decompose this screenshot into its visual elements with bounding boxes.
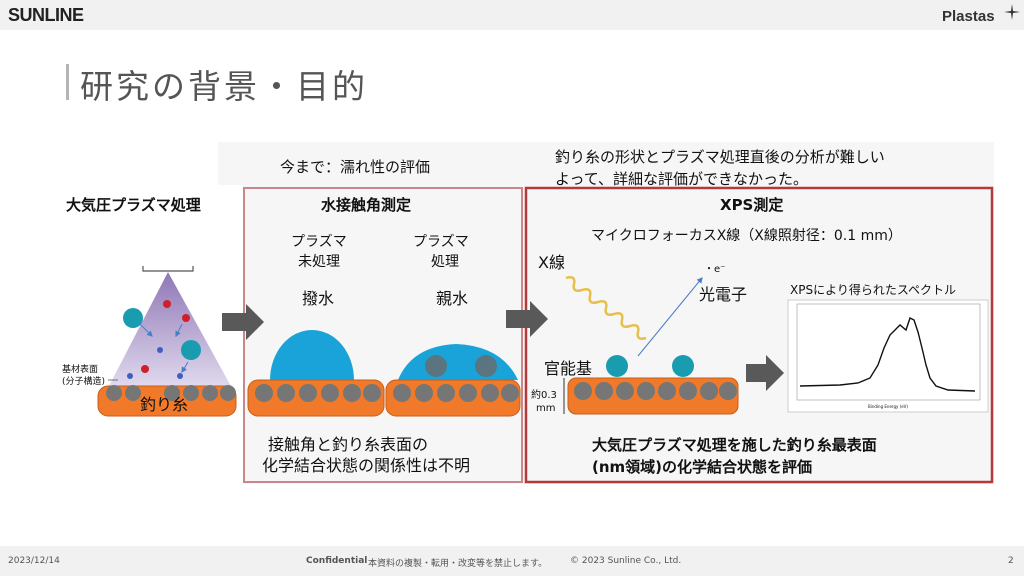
contact-note-line-2: 化学結合状態の関係性は不明 — [262, 456, 470, 475]
molecule-chain-treated — [393, 384, 519, 402]
xray-label: X線 — [538, 253, 565, 272]
sunline-logo: SUNLINE — [8, 5, 84, 25]
hydrophilic-label: 親水 — [436, 289, 468, 308]
xps-result-line-2: (nm領域)の化学結合状態を評価 — [592, 458, 812, 476]
teal-molecule — [123, 308, 143, 328]
molecule-chain-xps — [574, 382, 737, 400]
contact-angle-heading: 水接触角測定 — [321, 196, 411, 214]
photoelectron-path — [637, 277, 703, 357]
hydrophobic-label: 撥水 — [302, 289, 334, 308]
fishing-line-label: 釣り糸 — [140, 395, 188, 414]
water-droplet-hydrophobic — [270, 330, 354, 380]
xray-wave — [565, 276, 647, 340]
footer-page-number: 2 — [1008, 556, 1014, 566]
xps-spot-size: マイクロフォーカスX線（X線照射径：0.1 mm） — [591, 228, 902, 244]
radical-arrow — [181, 361, 189, 374]
substrate-label: 基材表面 — [62, 363, 98, 375]
radical-arrow — [175, 323, 183, 338]
plasma-heading: 大気圧プラズマ処理 — [66, 196, 201, 214]
untreated-label-2: 未処理 — [298, 254, 340, 270]
treated-label-2: 処理 — [431, 254, 459, 270]
footer-date: 2023/12/14 — [8, 556, 60, 566]
blue-particle — [127, 373, 133, 379]
contact-note-line-1: 接触角と釣り糸表面の — [268, 435, 428, 454]
spectrum-title: XPSにより得られたスペクトル — [790, 282, 956, 297]
note-left: 今まで：濡れ性の評価 — [280, 158, 430, 176]
teal-molecule — [181, 340, 201, 360]
spectrum-x-label: Binding Energy (eV) — [868, 404, 908, 409]
note-right-line-1: 釣り糸の形状とプラズマ処理直後の分析が難しい — [555, 148, 885, 166]
footer-confidential: Confidential — [306, 556, 368, 566]
plasma-cone — [108, 272, 232, 388]
substrate-label-sub: (分子構造) — [62, 375, 105, 387]
xps-heading: XPS測定 — [720, 196, 783, 214]
treated-label: プラズマ — [413, 234, 469, 250]
diameter-unit: mm — [536, 403, 555, 414]
contact-angle-frame — [243, 187, 523, 483]
spectrum-panel — [787, 299, 989, 413]
molecule-chain-left — [106, 385, 236, 401]
footer-copyright: © 2023 Sunline Co., Ltd. — [570, 556, 682, 566]
flow-arrow — [222, 304, 264, 340]
photoelectron-label: 光電子 — [699, 285, 747, 304]
electron-symbol: ・e⁻ — [704, 264, 725, 275]
note-right-line-2: よって、詳細な評価ができなかった。 — [555, 170, 808, 188]
blue-particle — [157, 347, 163, 353]
page-title: 研究の背景・目的 — [80, 67, 368, 106]
sparkle-icon — [1004, 4, 1020, 20]
diameter-label: 約0.3 — [531, 388, 557, 401]
blue-particle — [177, 373, 183, 379]
title-accent-bar — [66, 64, 69, 100]
plastas-logo: Plastas — [942, 8, 995, 25]
xps-frame — [524, 186, 994, 484]
functional-group-ball — [606, 355, 628, 377]
header-bar: SUNLINE Plastas — [0, 0, 1024, 30]
red-radical — [163, 300, 171, 308]
red-radical — [182, 314, 190, 322]
functional-group-ball — [672, 355, 694, 377]
xps-spectrum-curve — [799, 317, 976, 392]
flow-arrow — [746, 355, 784, 391]
spectrum-plot-area — [796, 303, 981, 401]
nozzle-bracket — [142, 266, 194, 272]
footer-bar: 2023/12/14 Confidential 本資料の複製・転用・改変等を禁止… — [0, 546, 1024, 576]
functional-group-label: 官能基 — [544, 359, 592, 378]
molecule-chain-untreated — [255, 384, 381, 402]
radical-arrow — [139, 323, 153, 337]
functional-groups-treated — [425, 355, 497, 377]
red-radical — [141, 365, 149, 373]
footer-notice: 本資料の複製・転用・改変等を禁止します。 — [368, 559, 548, 569]
flow-arrow — [506, 301, 548, 337]
xps-result-line-1: 大気圧プラズマ処理を施した釣り糸最表面 — [592, 436, 877, 454]
untreated-label: プラズマ — [291, 234, 347, 250]
